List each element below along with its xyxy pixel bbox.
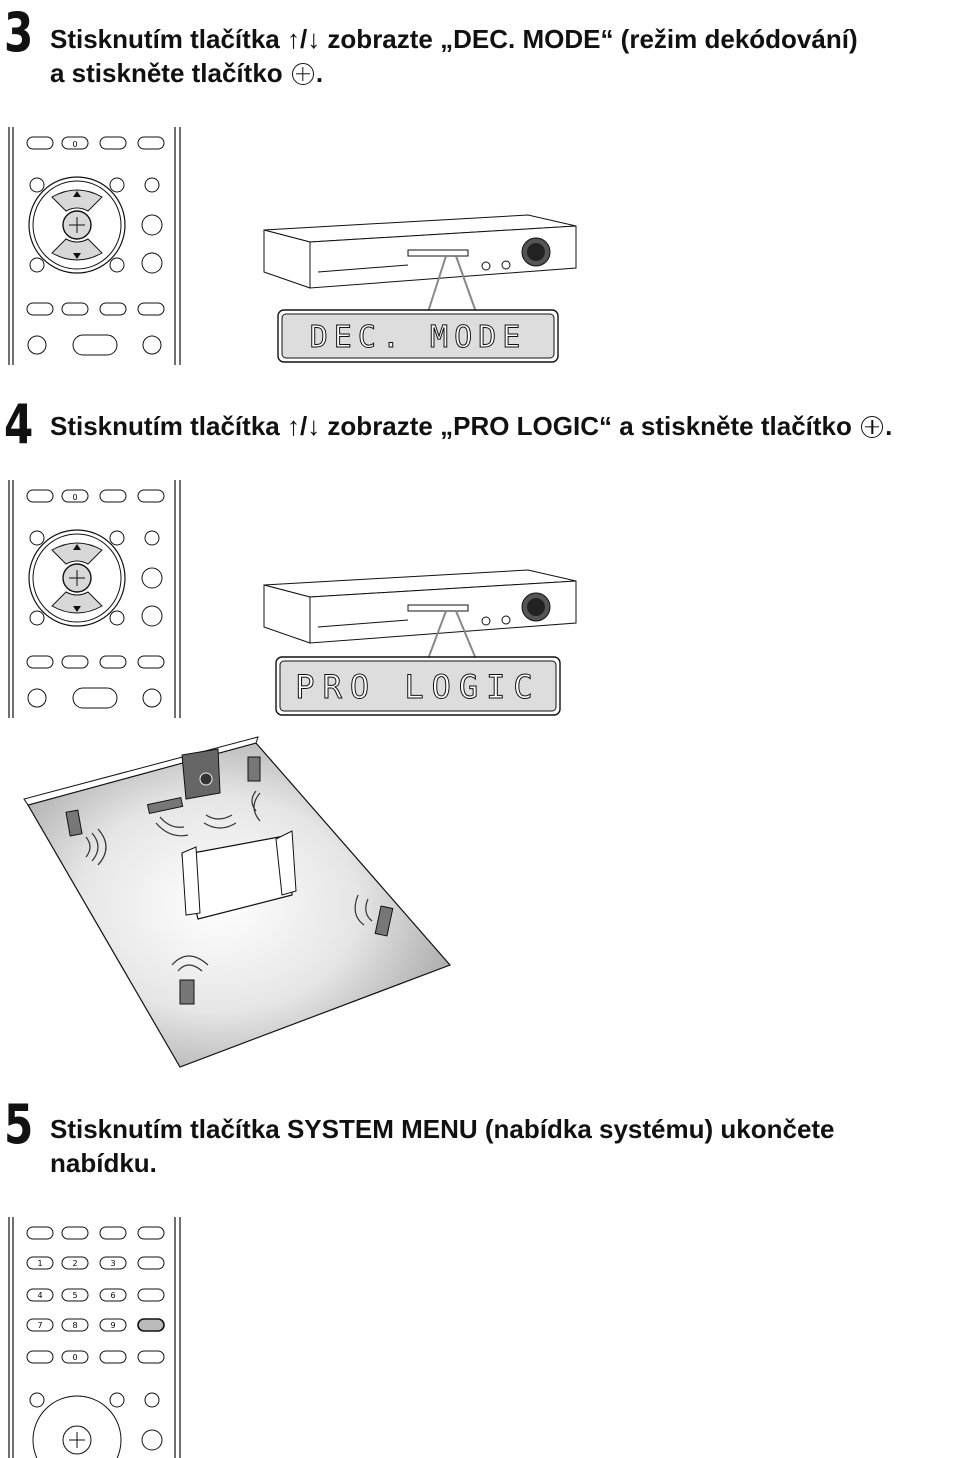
- instruction-punct: .: [885, 411, 893, 441]
- enter-button-icon: [291, 63, 314, 85]
- instruction-text: Stisknutím tlačítka: [50, 24, 287, 54]
- remote-control-illustration: 1 2 3 4 5 6 7 8 9 0: [8, 1217, 181, 1458]
- remote-key-label: 2: [72, 1259, 77, 1268]
- up-down-arrow-icon: ↑/↓: [286, 24, 321, 54]
- receiver-display-illustration: DEC. MODE: [263, 214, 577, 363]
- up-down-arrow-icon: ↑/↓: [286, 411, 321, 441]
- remote-key-label: 0: [72, 140, 77, 149]
- remote-key-label: 0: [72, 493, 77, 502]
- instruction-text: zobrazte „PRO LOGIC“ a stiskněte tlačítk…: [320, 411, 860, 441]
- enter-button-icon: [861, 416, 884, 438]
- lcd-display-text: DEC. MODE: [310, 320, 527, 355]
- remote-key-label: 7: [37, 1321, 42, 1330]
- step-number: 3: [4, 1, 33, 64]
- remote-key-label: 8: [72, 1321, 77, 1330]
- remote-control-illustration: 0: [8, 480, 181, 718]
- remote-key-label: 0: [72, 1353, 77, 1362]
- remote-key-label: 5: [72, 1291, 77, 1300]
- instruction-text: a stiskněte tlačítko: [50, 58, 290, 88]
- remote-key-label: 3: [110, 1259, 115, 1268]
- remote-key-label: 4: [37, 1291, 42, 1300]
- speaker-room-illustration: [23, 736, 452, 1068]
- instruction-text: zobrazte „DEC. MODE“ (režim dekódování): [320, 24, 858, 54]
- instruction-punct: .: [315, 58, 324, 88]
- step-instruction: Stisknutím tlačítka ↑/↓ zobrazte „PRO LO…: [50, 409, 892, 443]
- remote-key-label: 6: [110, 1291, 115, 1300]
- remote-control-illustration: 0: [8, 127, 181, 365]
- remote-key-label: 9: [110, 1321, 115, 1330]
- step-instruction: Stisknutím tlačítka ↑/↓ zobrazte „DEC. M…: [50, 22, 858, 90]
- step-number: 4: [4, 393, 33, 456]
- instruction-text: Stisknutím tlačítka: [50, 411, 287, 441]
- receiver-display-illustration: PRO LOGIC: [263, 569, 577, 716]
- remote-key-label: 1: [37, 1259, 42, 1268]
- lcd-display-text: PRO LOGIC: [295, 668, 540, 706]
- system-menu-key: [137, 1318, 165, 1332]
- instruction-text: Stisknutím tlačítka SYSTEM MENU (nabídka…: [50, 1114, 835, 1144]
- instruction-text: nabídku.: [50, 1148, 157, 1178]
- step-instruction: Stisknutím tlačítka SYSTEM MENU (nabídka…: [50, 1112, 835, 1180]
- step-number: 5: [4, 1093, 33, 1156]
